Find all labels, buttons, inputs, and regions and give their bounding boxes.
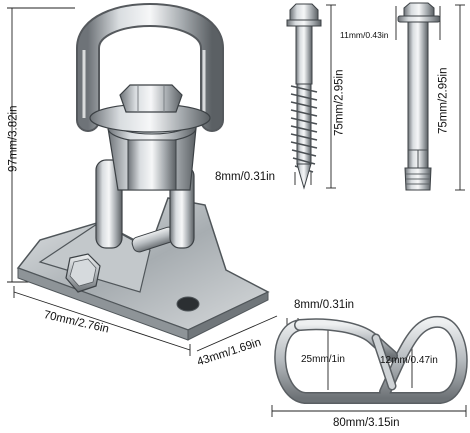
expansion-bolt (397, 2, 441, 191)
swivel-height-label: 97mm/3.82in (7, 105, 20, 172)
carabiner-inner-height-label: 25mm/1in (301, 354, 345, 365)
lag-screw (286, 3, 322, 190)
carabiner-wire-label: 8mm/0.31in (294, 299, 355, 311)
screw-diameter-label: 8mm/0.31in (215, 171, 276, 183)
swivel-hanger (16, 3, 270, 341)
carabiner (274, 315, 468, 404)
bolt-length-label: 75mm/2.95in (437, 67, 450, 134)
carabiner-gate-label: 12mm/0.47in (380, 355, 438, 366)
carabiner-length-label: 80mm/3.15in (333, 417, 400, 429)
bolt-head-width-label: 11mm/0.43in (340, 30, 389, 40)
screw-length-label: 75mm/2.95in (333, 69, 346, 136)
